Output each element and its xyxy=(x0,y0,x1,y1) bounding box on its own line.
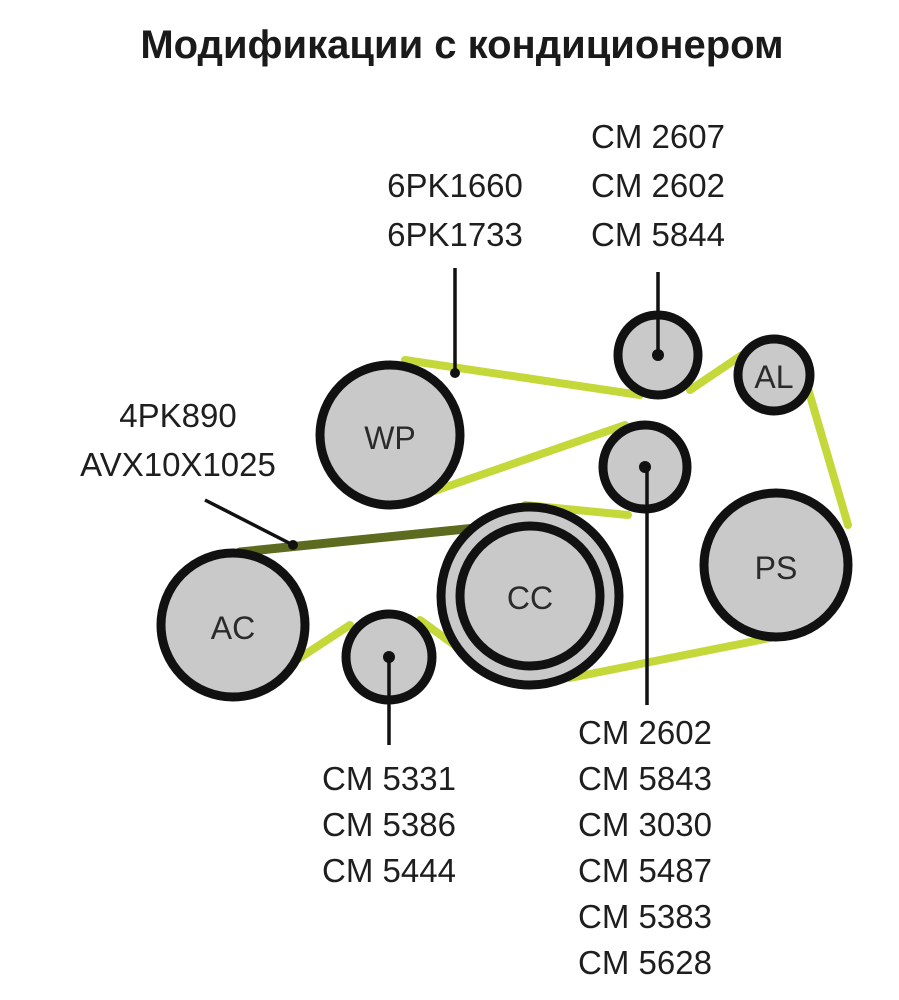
svg-text:CM 5386: CM 5386 xyxy=(322,806,456,843)
label-idler-top: CM 2607 CM 2602 CM 5844 xyxy=(591,118,725,253)
svg-text:CM 5487: CM 5487 xyxy=(578,852,712,889)
svg-text:CM 5444: CM 5444 xyxy=(322,852,456,889)
pulley-wp: WP xyxy=(315,360,465,510)
svg-text:CM 5843: CM 5843 xyxy=(578,760,712,797)
svg-text:CM 5628: CM 5628 xyxy=(578,944,712,981)
pulley-al: AL xyxy=(733,334,815,416)
svg-text:4PK890: 4PK890 xyxy=(119,397,236,434)
svg-text:CM 3030: CM 3030 xyxy=(578,806,712,843)
svg-text:6PK1660: 6PK1660 xyxy=(387,167,523,204)
svg-text:AVX10X1025: AVX10X1025 xyxy=(80,446,276,483)
page-title: Модификации с кондиционером xyxy=(140,23,783,67)
svg-text:CM 5383: CM 5383 xyxy=(578,898,712,935)
leader-lines xyxy=(204,268,660,745)
svg-text:6PK1733: 6PK1733 xyxy=(387,216,523,253)
label-main-belt: 6PK1660 6PK1733 xyxy=(387,167,523,253)
pulley-al-label: AL xyxy=(754,359,793,395)
pulley-cc-label: CC xyxy=(507,580,553,616)
pulley-ac: AC xyxy=(156,548,310,702)
pulley-ac-label: AC xyxy=(211,610,255,646)
svg-text:CM 2602: CM 2602 xyxy=(591,167,725,204)
label-tensioner-mid: CM 2602 CM 5843 CM 3030 CM 5487 CM 5383 … xyxy=(578,714,712,981)
label-idler-ac: CM 5331 CM 5386 CM 5444 xyxy=(322,760,456,889)
svg-text:CM 2607: CM 2607 xyxy=(591,118,725,155)
pulley-ps: PS xyxy=(699,488,853,642)
pulley-wp-label: WP xyxy=(364,420,416,456)
pulley-cc: CC xyxy=(436,502,624,690)
main-belt xyxy=(401,351,852,682)
pulley-ps-label: PS xyxy=(755,550,798,586)
label-ac-belt: 4PK890 AVX10X1025 xyxy=(80,397,276,483)
pulley-tensioner xyxy=(598,420,692,514)
svg-text:CM 2602: CM 2602 xyxy=(578,714,712,751)
svg-text:CM 5844: CM 5844 xyxy=(591,216,725,253)
svg-text:CM 5331: CM 5331 xyxy=(322,760,456,797)
